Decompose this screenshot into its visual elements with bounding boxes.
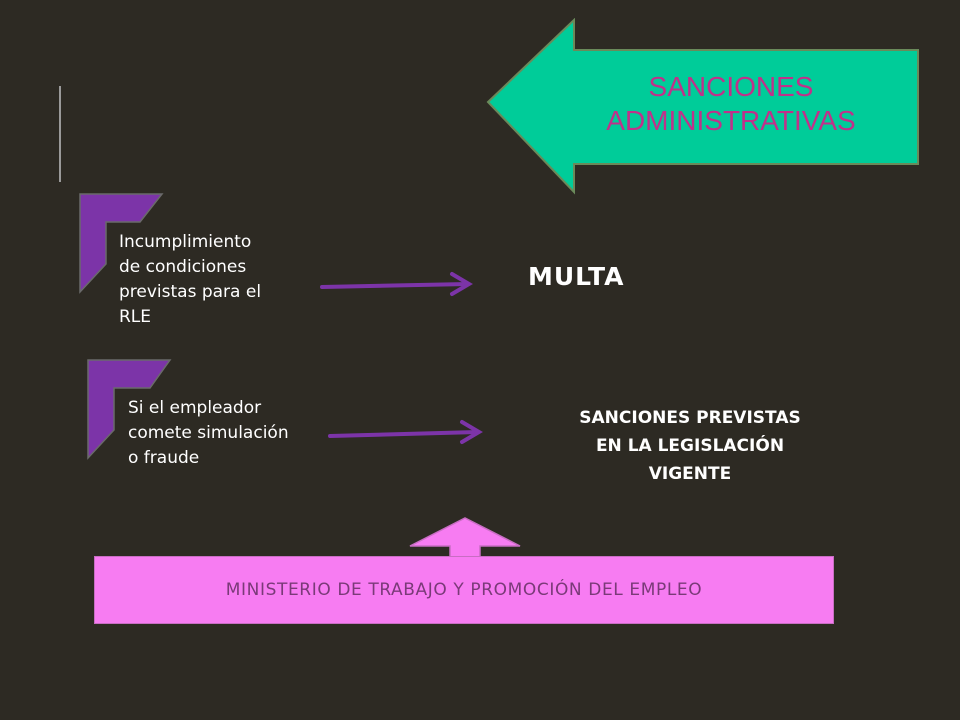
result-2-line-1: SANCIONES PREVISTAS bbox=[579, 408, 801, 428]
sanciones-arrow-shape bbox=[486, 18, 919, 195]
result-2-line-2: EN LA LEGISLACIÓN bbox=[595, 436, 785, 456]
condition-2-line-2: comete simulación bbox=[128, 423, 289, 443]
connector-arrow-2 bbox=[328, 420, 483, 444]
accent-line bbox=[59, 86, 61, 182]
sanciones-arrow-label: SANCIONES ADMINISTRATIVAS bbox=[576, 70, 886, 138]
ministry-label: MINISTERIO DE TRABAJO Y PROMOCIÓN DEL EM… bbox=[225, 580, 703, 600]
bracket-2 bbox=[87, 359, 172, 460]
condition-2-line-1: Si el empleador bbox=[128, 398, 262, 418]
condition-simulacion: Si el empleador comete simulación o frau… bbox=[128, 396, 338, 471]
connector-arrow-1 bbox=[320, 272, 473, 296]
arrow-label-line-2: ADMINISTRATIVAS bbox=[606, 105, 856, 136]
condition-1-line-4: RLE bbox=[119, 307, 152, 327]
condition-2-line-3: o fraude bbox=[128, 448, 200, 468]
condition-1-line-3: previstas para el bbox=[119, 282, 262, 302]
condition-1-line-1: Incumplimiento bbox=[119, 232, 252, 252]
arrow-label-line-1: SANCIONES bbox=[648, 71, 814, 102]
result-2-line-3: VIGENTE bbox=[648, 464, 732, 484]
ministry-up-arrow bbox=[409, 517, 521, 559]
condition-incumplimiento: Incumplimiento de condiciones previstas … bbox=[119, 230, 319, 330]
ministry-box: MINISTERIO DE TRABAJO Y PROMOCIÓN DEL EM… bbox=[94, 556, 834, 624]
bracket-1 bbox=[79, 193, 164, 294]
result-sanciones-previstas: SANCIONES PREVISTAS EN LA LEGISLACIÓN VI… bbox=[520, 404, 860, 488]
condition-1-line-2: de condiciones bbox=[119, 257, 247, 277]
result-multa: MULTA bbox=[528, 262, 625, 291]
